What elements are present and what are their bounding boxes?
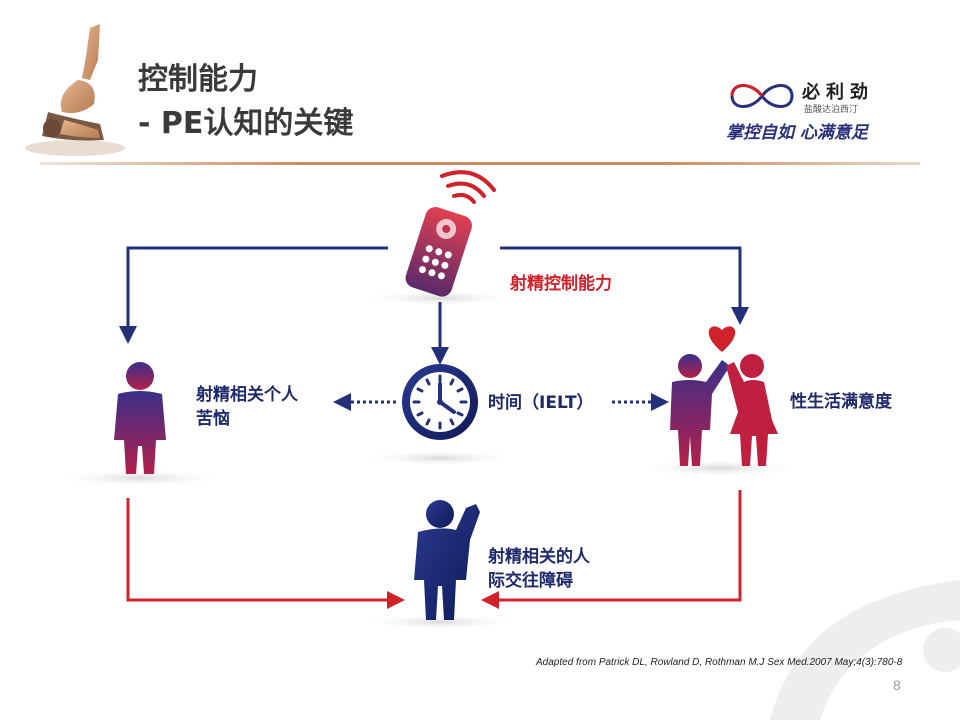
logo-slogan: 掌控自如 心满意足	[726, 123, 868, 143]
person-left-icon	[114, 362, 166, 474]
ielt-time-label: 时间（IELT）	[488, 393, 594, 413]
signal-waves-icon	[440, 170, 496, 204]
couple-icon	[670, 326, 778, 466]
ejaculation-control-label: 射精控制能力	[510, 274, 612, 294]
citation-text: Adapted from Patrick DL, Rowland D, Roth…	[536, 657, 903, 668]
brand-logo: 必利劲 盐酸达泊西汀 掌控自如 心满意足	[722, 74, 912, 144]
logo-brand-name: 必利劲	[802, 82, 874, 103]
bottom-right-connector	[481, 490, 742, 609]
sexual-satisfaction-label: 性生活满意度	[790, 392, 892, 412]
top-left-connector	[119, 246, 388, 344]
page-number: 8	[893, 677, 901, 693]
interpersonal-difficulty-label: 射精相关的人 际交往障碍	[488, 545, 590, 593]
personal-distress-label: 射精相关个人 苦恼	[196, 383, 298, 431]
interpersonal-difficulty-line-2: 际交往障碍	[488, 571, 573, 591]
title-line-1: 控制能力	[138, 62, 258, 97]
header-divider	[40, 162, 920, 165]
heart-icon	[708, 326, 736, 352]
personal-distress-line-1: 射精相关个人	[196, 385, 298, 405]
remote-control-icon	[405, 207, 472, 297]
interpersonal-difficulty-line-1: 射精相关的人	[488, 547, 590, 567]
couple-photo	[25, 24, 125, 156]
clock-icon	[402, 364, 478, 440]
top-right-connector	[500, 246, 749, 325]
person-distressed-icon	[414, 500, 480, 620]
infinity-logo-icon	[730, 84, 794, 108]
decorative-swoosh	[770, 580, 960, 720]
slide-title: 控制能力 - PE认知的关键	[138, 58, 353, 146]
bottom-left-connector	[126, 498, 405, 609]
personal-distress-line-2: 苦恼	[196, 409, 230, 429]
title-line-2: - PE认知的关键	[138, 106, 354, 141]
logo-subtitle: 盐酸达泊西汀	[804, 105, 859, 115]
